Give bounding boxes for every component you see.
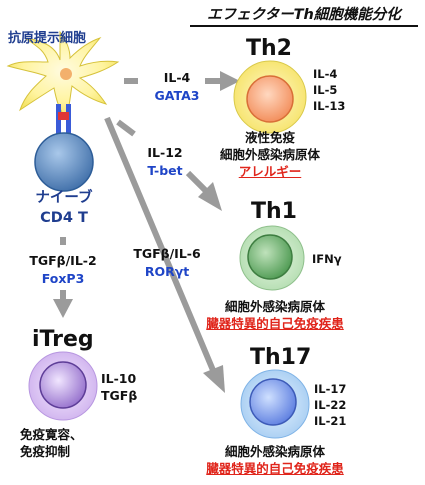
th2-cytokines: IL-4 IL-5 IL-13 [313, 66, 345, 114]
th2-path-factor: GATA3 [154, 88, 200, 103]
naive-line2: CD4 T [40, 210, 88, 226]
itreg-desc-2: 免疫抑制 [20, 444, 71, 459]
naive-t-cell [34, 120, 94, 192]
itreg-cell [28, 351, 98, 421]
th2-name: Th2 [246, 36, 292, 61]
th17-name: Th17 [250, 345, 312, 370]
th17-cytokine: IL-22 [314, 398, 347, 412]
itreg-description: 免疫寛容、 免疫抑制 [20, 426, 110, 460]
naive-t-label: ナイーブ CD4 T [28, 188, 100, 228]
th1-cytokine: IFNγ [312, 252, 342, 266]
th17-cytokines: IL-17 IL-22 IL-21 [314, 381, 346, 429]
arrow-to-itreg [53, 237, 73, 318]
th1-cell [239, 225, 305, 291]
th1-cytokines: IFNγ [312, 251, 342, 267]
itreg-cytokine: TGFβ [101, 388, 138, 403]
th1-path-factor: T-bet [147, 163, 183, 178]
th1-name: Th1 [251, 199, 297, 224]
diagram-title: エフェクターTh細胞機能分化 [190, 3, 418, 27]
th17-path-cytokine: TGFβ/IL-6 [133, 246, 201, 261]
th17-cytokine: IL-21 [314, 414, 347, 428]
th2-cell [233, 60, 307, 134]
itreg-cytokine: IL-10 [101, 371, 137, 386]
th17-desc-1: 細胞外感染病原体 [224, 444, 325, 459]
itreg-cytokines: IL-10 TGFβ [101, 370, 137, 404]
th2-cytokine: IL-5 [313, 83, 338, 97]
naive-line1: ナイーブ [35, 190, 93, 206]
th2-desc-2: 細胞外感染病原体 [219, 147, 320, 162]
th2-cytokine: IL-4 [313, 67, 338, 81]
apc-label: 抗原提示細胞 [8, 31, 87, 46]
th17-cell [240, 369, 310, 439]
th1-description: 細胞外感染病原体 臓器特異的自己免疫疾患 [200, 298, 350, 332]
th17-path-factor: RORγt [144, 264, 190, 279]
th1-desc-1: 細胞外感染病原体 [224, 299, 325, 314]
th2-description: 液性免疫 細胞外感染病原体 アレルギー [215, 129, 325, 180]
arrow-to-th1 [116, 119, 222, 211]
th17-description: 細胞外感染病原体 臓器特異的自己免疫疾患 [200, 443, 350, 477]
arrows [53, 71, 240, 393]
arrow-to-th2 [124, 71, 240, 91]
itreg-desc-1: 免疫寛容、 [20, 427, 83, 442]
itreg-name: iTreg [32, 327, 94, 352]
th2-path-cytokine: IL-4 [163, 70, 191, 85]
th2-desc-1: 液性免疫 [244, 130, 295, 145]
itreg-path-factor: FoxP3 [41, 271, 85, 286]
th2-cytokine: IL-13 [313, 99, 346, 113]
th17-disease: 臓器特異的自己免疫疾患 [206, 461, 344, 476]
th2-disease: アレルギー [238, 164, 302, 179]
th17-cytokine: IL-17 [314, 382, 347, 396]
th1-disease: 臓器特異的自己免疫疾患 [206, 316, 344, 331]
antigen-presenting-cell [6, 30, 120, 122]
th1-path-cytokine: IL-12 [147, 145, 183, 160]
arrow-to-th17 [104, 116, 225, 393]
itreg-path-cytokine: TGFβ/IL-2 [29, 253, 97, 268]
